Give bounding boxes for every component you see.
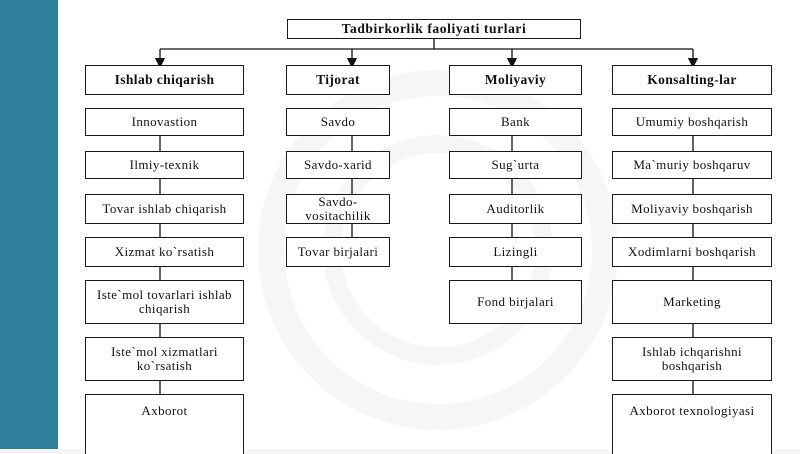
left-accent-band	[0, 0, 58, 449]
item-savdo-vositachilik: Savdo-vositachilik	[286, 194, 390, 224]
diagram-title: Tadbirkorlik faoliyati turlari	[287, 19, 581, 39]
column-header-konsalting: Konsalting-lar	[612, 65, 772, 95]
item-savdo: Savdo	[286, 108, 390, 136]
item-auditorlik: Auditorlik	[449, 194, 582, 224]
column-header-tijorat: Tijorat	[286, 65, 390, 95]
item-xodimlarni-boshqarish: Xodimlarni boshqarish	[612, 237, 772, 267]
item-sugurta: Sug`urta	[449, 151, 582, 179]
item-savdo-xarid: Savdo-xarid	[286, 151, 390, 179]
item-marketing: Marketing	[612, 280, 772, 324]
item-tovar-birjalari: Tovar birjalari	[286, 237, 390, 267]
item-mamuriy-boshqaruv: Ma`muriy boshqaruv	[612, 151, 772, 179]
item-lizingli: Lizingli	[449, 237, 582, 267]
column-header-moliyaviy: Moliyaviy	[449, 65, 582, 95]
item-moliyaviy-boshqarish: Moliyaviy boshqarish	[612, 194, 772, 224]
item-fond-birjalari: Fond birjalari	[449, 280, 582, 324]
item-istemol-tovarlari: Iste`mol tovarlari ishlab chiqarish	[85, 280, 244, 324]
item-ishlab-ichqarishni-boshqarish: Ishlab ichqarishni boshqarish	[612, 337, 772, 381]
item-innovastion: Innovastion	[85, 108, 244, 136]
column-header-ishlab-chiqarish: Ishlab chiqarish	[85, 65, 244, 95]
item-tovar-ishlab-chiqarish: Tovar ishlab chiqarish	[85, 194, 244, 224]
item-axborot-texnologiyasi: Axborot texnologiyasi	[612, 394, 772, 454]
item-bank: Bank	[449, 108, 582, 136]
item-ilmiy-texnik: Ilmiy-texnik	[85, 151, 244, 179]
item-axborot: Axborot	[85, 394, 244, 454]
item-umumiy-boshqarish: Umumiy boshqarish	[612, 108, 772, 136]
item-xizmat-korsatish: Xizmat ko`rsatish	[85, 237, 244, 267]
item-istemol-xizmatlari: Iste`mol xizmatlari ko`rsatish	[85, 337, 244, 381]
